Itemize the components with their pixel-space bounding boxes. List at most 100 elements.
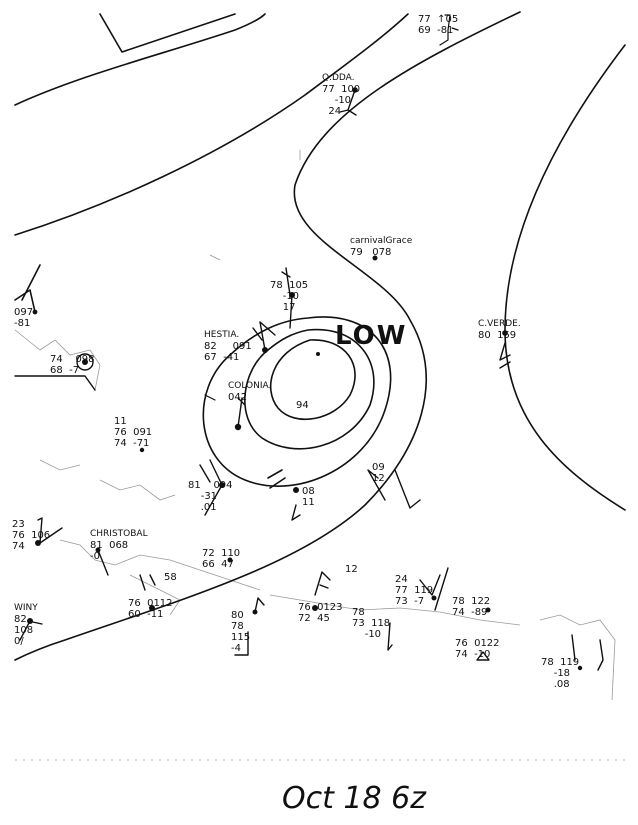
- station-value: 11: [114, 416, 127, 427]
- map-caption: Oct 18 6z: [282, 781, 427, 816]
- station-value: 23: [12, 519, 25, 530]
- station-markers: [14, 14, 604, 671]
- station-value: 66 47: [202, 559, 234, 570]
- station-ship-center: 78 105 -10 17: [270, 280, 308, 313]
- station-value: 12: [345, 564, 358, 575]
- station-value: 042: [228, 392, 247, 403]
- station-name: C.VERDE.: [478, 319, 521, 329]
- station-value: .08: [541, 679, 570, 690]
- station-value: 79 078: [350, 247, 391, 258]
- station-value: 82 091: [204, 341, 252, 352]
- station-west-edge: 097-81: [14, 307, 33, 329]
- station-st-12: 12: [345, 564, 358, 575]
- station-value: 78: [231, 621, 244, 632]
- station-value: 11: [302, 497, 315, 508]
- station-value: 73 -7: [395, 596, 424, 607]
- station-value: 94: [296, 400, 309, 411]
- station-name: WINY: [14, 603, 38, 613]
- station-value: 76 0123: [298, 602, 343, 613]
- low-label: LOW: [335, 321, 407, 351]
- station-value: 81 094: [188, 480, 233, 491]
- station-value: 69 -81: [418, 25, 453, 36]
- station-value: .01: [188, 502, 217, 513]
- station-value: 08: [302, 486, 315, 497]
- station-value: 09: [372, 462, 385, 473]
- station-value: 81 068: [90, 540, 128, 551]
- station-value: 60 -11: [128, 609, 163, 620]
- station-value: 78 122: [452, 596, 490, 607]
- station-value: 72 45: [298, 613, 330, 624]
- station-value: -0: [90, 551, 100, 562]
- station-value: 58: [164, 572, 177, 583]
- station-value: -10: [270, 291, 299, 302]
- station-value: 24: [395, 574, 408, 585]
- station-value: 78 105: [270, 280, 308, 291]
- station-colonia: COLONIA.042: [228, 381, 271, 403]
- station-value: 17: [270, 302, 295, 313]
- station-rdda: Q.DDA.77 100 -10 24: [322, 73, 360, 117]
- station-value: 12: [372, 473, 385, 484]
- station-st-58: 58: [164, 572, 177, 583]
- station-value: 76 106: [12, 530, 50, 541]
- station-value: -10: [352, 629, 381, 640]
- station-value: 115: [231, 632, 250, 643]
- station-name: Q.DDA.: [322, 73, 355, 83]
- station-value: 80: [231, 610, 244, 621]
- station-value: -10: [322, 95, 351, 106]
- station-value: 80 159: [478, 330, 516, 341]
- station-value: 097: [14, 307, 33, 318]
- station-value: 0/: [14, 636, 24, 647]
- station-value: -4: [231, 643, 241, 654]
- station-value: 76 0122: [455, 638, 500, 649]
- station-name: COLONIA.: [228, 381, 271, 391]
- station-value: 76 091: [114, 427, 152, 438]
- station-value: 74 098: [50, 354, 95, 365]
- station-value: 74 -10: [455, 649, 490, 660]
- station-value: 77 119: [395, 585, 433, 596]
- station-value: 77 100: [322, 84, 360, 95]
- station-center-value: 94: [296, 400, 309, 411]
- station-st-78-119: 78 119 -18 .08: [541, 657, 579, 690]
- station-value: 74: [12, 541, 25, 552]
- station-value: 74 -71: [114, 438, 149, 449]
- station-value: 74 -89: [452, 607, 487, 618]
- station-value: 108: [14, 625, 33, 636]
- station-value: 68 -7: [50, 365, 79, 376]
- station-value: 72 110: [202, 548, 240, 559]
- station-value: 82: [14, 614, 27, 625]
- station-value: 77 ↑05: [418, 14, 458, 25]
- background-traces: [14, 150, 625, 761]
- station-value: 24: [322, 106, 341, 117]
- station-value: 78: [352, 607, 365, 618]
- station-value: -31: [188, 491, 217, 502]
- station-cverde: C.VERDE.80 159: [478, 319, 521, 341]
- station-name: CHRISTOBAL: [90, 529, 148, 539]
- isobars: [14, 11, 626, 661]
- station-value: -18: [541, 668, 570, 679]
- station-value: 67 -41: [204, 352, 239, 363]
- station-value: 73 118: [352, 618, 390, 629]
- station-value: -81: [14, 318, 30, 329]
- station-name: carnivalGrace: [350, 236, 413, 246]
- station-value: 76 0112: [128, 598, 173, 609]
